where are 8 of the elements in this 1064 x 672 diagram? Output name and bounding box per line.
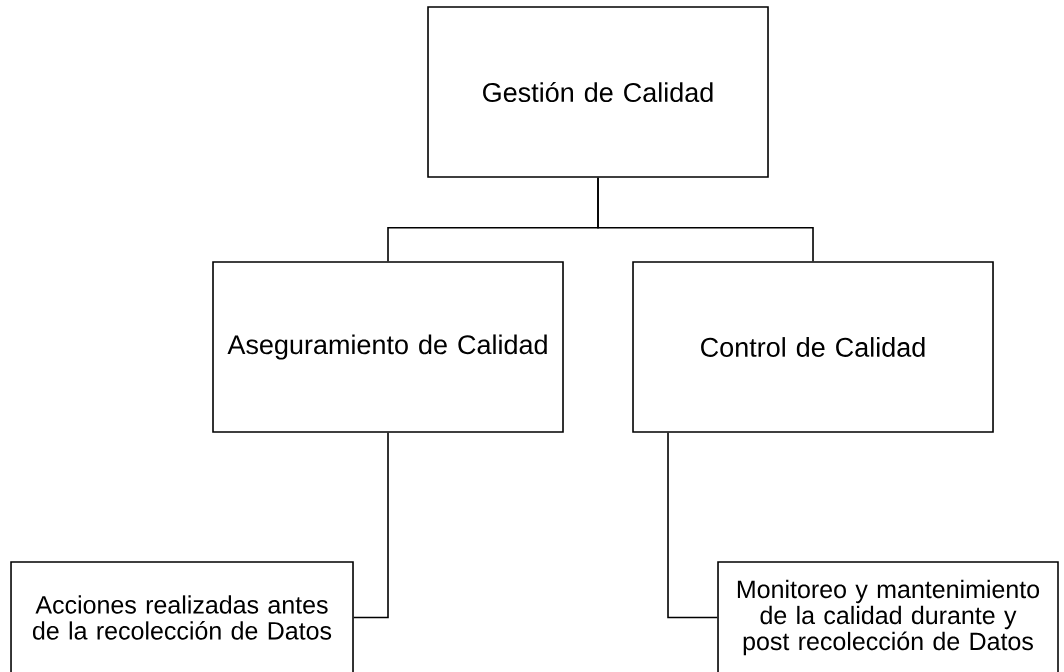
connector-line	[597, 177, 814, 262]
connector-line	[667, 432, 718, 619]
text-box: Control de Calidad	[632, 261, 994, 433]
connector-line	[353, 432, 389, 619]
text-box: Aseguramiento de Calidad	[212, 261, 564, 433]
text-box: Gestión de Calidad	[427, 6, 769, 178]
text-box: Monitoreo y mantenimiento de la calidad durante y post recolección de Datos	[717, 561, 1059, 672]
text-box: Acciones realizadas antes de la recolección de Datos	[10, 561, 354, 672]
